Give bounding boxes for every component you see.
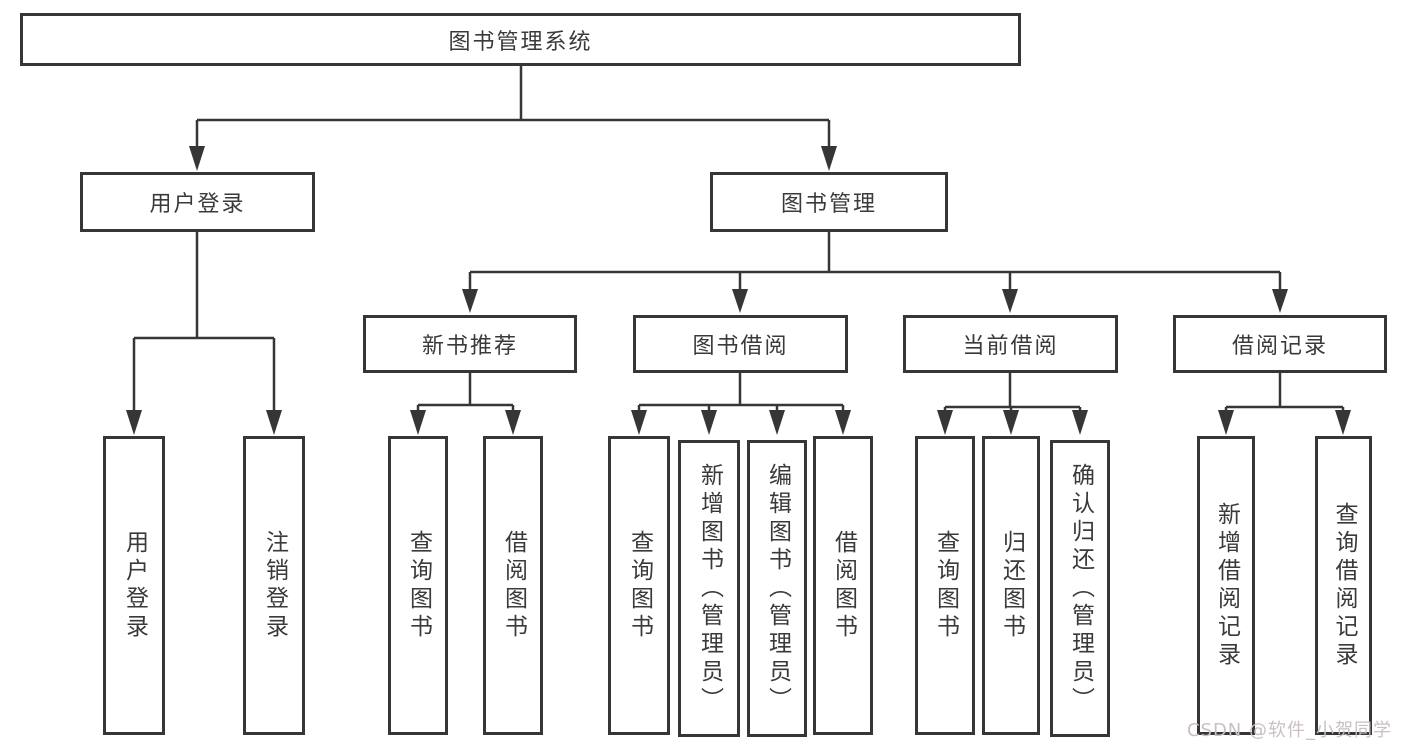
node-label: 图书管理	[780, 192, 877, 217]
node-label: 当前借阅	[962, 334, 1059, 359]
leaf-logout: 注销登录	[243, 436, 305, 735]
leaf-borrow-books: 借阅图书	[813, 436, 873, 735]
csdn-watermark: CSDN @软件_小贺同学	[1186, 720, 1392, 741]
leaf-query-books-recommend: 查询图书	[388, 436, 448, 735]
node-label: 新增图书（管理员）	[696, 462, 723, 715]
leaf-user-login: 用户登录	[103, 436, 165, 735]
node-label: 查询图书	[626, 529, 653, 642]
leaf-edit-books-admin: 编辑图书（管理员）	[747, 440, 807, 737]
node-label: 注销登录	[261, 529, 288, 642]
node-label: 借阅图书	[830, 529, 857, 642]
node-label: 用户登录	[149, 192, 246, 217]
node-label: 图书借阅	[692, 334, 789, 359]
node-new-book-recommendation: 新书推荐	[363, 315, 577, 373]
leaf-query-books-current: 查询图书	[915, 436, 975, 735]
leaf-return-books: 归还图书	[982, 436, 1040, 735]
leaf-confirm-return-admin: 确认归还（管理员）	[1050, 440, 1110, 737]
leaf-query-books-borrow: 查询图书	[608, 436, 670, 735]
node-label: 新书推荐	[421, 334, 518, 359]
node-label: 用户登录	[121, 529, 148, 642]
node-user-login: 用户登录	[80, 172, 315, 232]
leaf-add-books-admin: 新增图书（管理员）	[678, 440, 740, 737]
node-library-management-system: 图书管理系统	[20, 13, 1021, 66]
node-label: 借阅记录	[1231, 334, 1328, 359]
node-label: 图书管理系统	[448, 29, 593, 55]
leaf-query-borrow-record: 查询借阅记录	[1315, 436, 1372, 735]
node-label: 借阅图书	[500, 529, 527, 642]
node-current-borrowing: 当前借阅	[903, 315, 1118, 373]
node-label: 编辑图书（管理员）	[764, 462, 791, 715]
node-label: 归还图书	[998, 529, 1025, 642]
node-book-borrowing: 图书借阅	[633, 315, 848, 373]
leaf-add-borrow-record: 新增借阅记录	[1197, 436, 1255, 735]
leaf-borrow-books-recommend: 借阅图书	[483, 436, 543, 735]
node-label: 查询图书	[405, 529, 432, 642]
node-label: 查询图书	[932, 529, 959, 642]
node-label: 确认归还（管理员）	[1067, 462, 1094, 715]
node-book-management: 图书管理	[710, 172, 948, 232]
node-label: 查询借阅记录	[1331, 501, 1357, 670]
node-label: 新增借阅记录	[1213, 501, 1240, 670]
node-borrowing-records: 借阅记录	[1173, 315, 1387, 373]
